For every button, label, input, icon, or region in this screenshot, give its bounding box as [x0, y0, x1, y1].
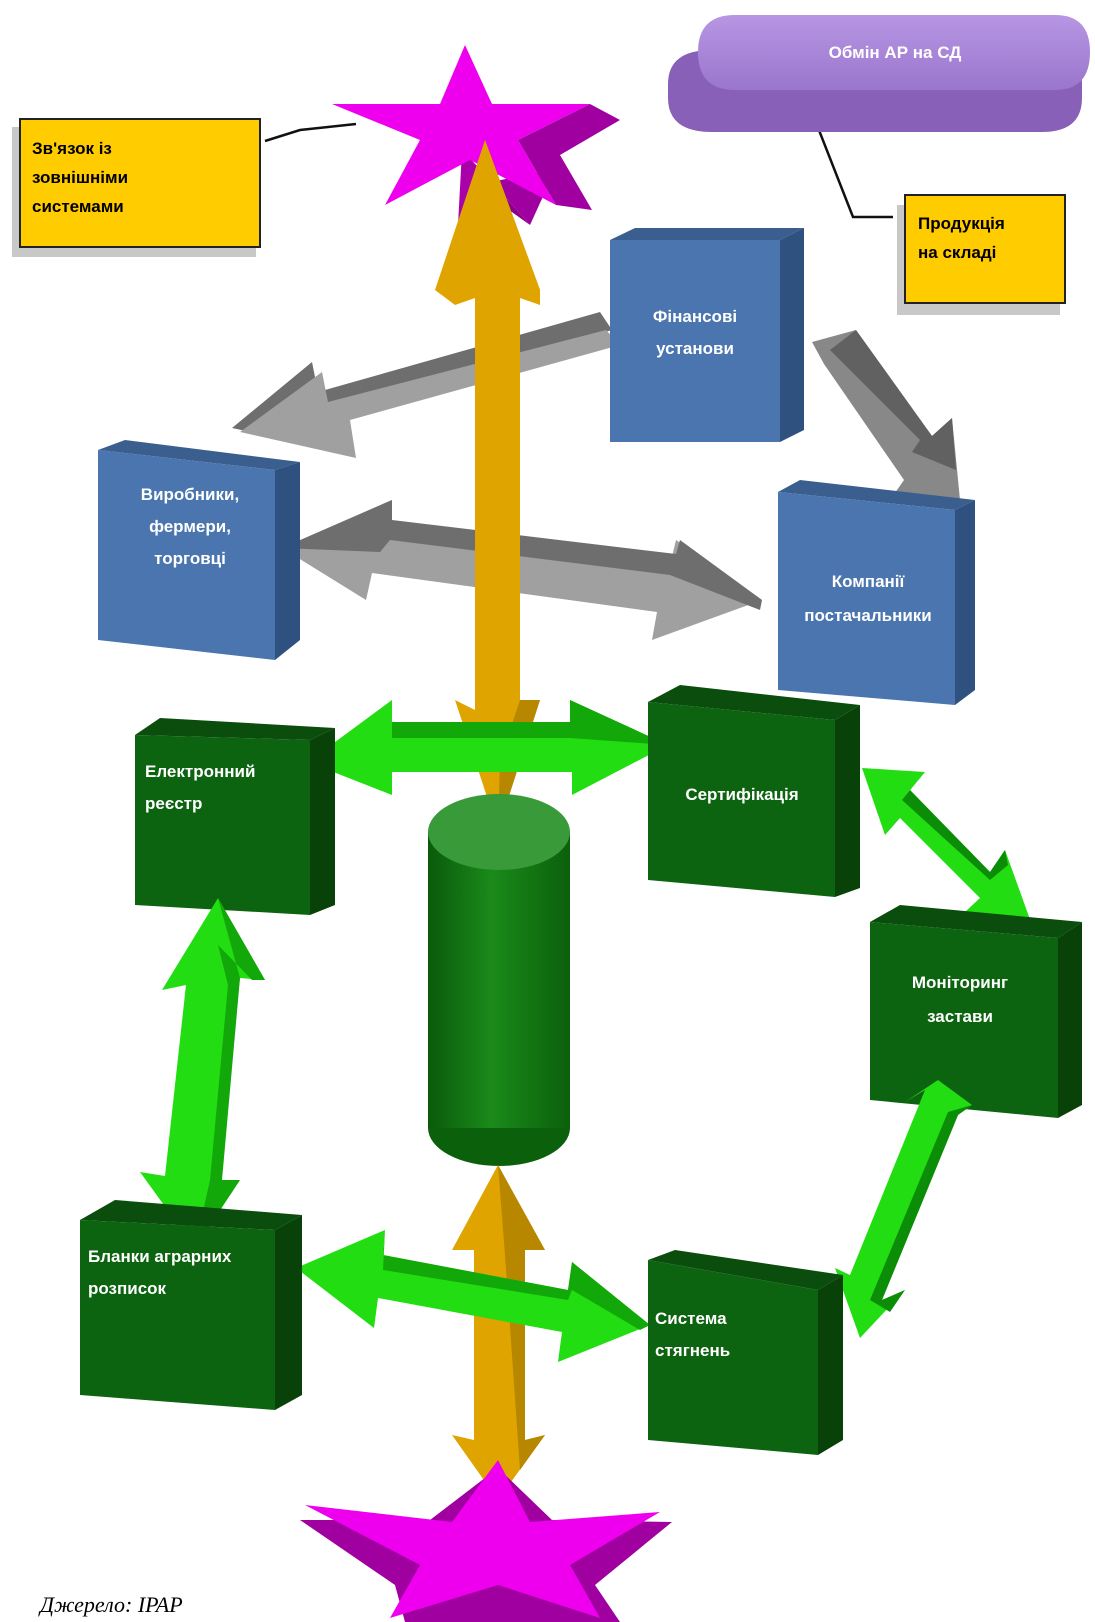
stock-note: Продукція на складі	[897, 194, 1066, 315]
gold-arrow-bottom	[452, 1165, 545, 1500]
recovery-label-1: Система	[655, 1309, 727, 1328]
box-electronic-registry: Електронний реєстр	[135, 718, 335, 915]
green-arrow-registry-certification	[308, 700, 668, 795]
box-recovery-system: Система стягнень	[648, 1250, 843, 1455]
forms-label-1: Бланки аграрних	[88, 1247, 232, 1266]
stock-note-line-1: Продукція	[918, 214, 1005, 233]
green-arrow-forms-recovery	[296, 1230, 650, 1362]
box-financial-institutions: Фінансові установи	[610, 228, 804, 442]
exchange-pill-label: Обмін АР на СД	[829, 43, 962, 62]
certification-label: Сертифікація	[685, 785, 798, 804]
suppliers-label-2: постачальники	[804, 606, 932, 625]
producers-label-3: торговці	[154, 549, 226, 568]
source-caption: Джерело: IPAP	[40, 1592, 183, 1617]
external-note-line-2: зовнішніми	[32, 168, 128, 187]
green-arrow-certification-monitoring	[862, 768, 1032, 925]
registry-label-2: реєстр	[145, 794, 202, 813]
box-collateral-monitoring: Моніторинг застави	[870, 905, 1082, 1118]
financial-label-1: Фінансові	[653, 307, 737, 326]
monitoring-label-2: застави	[927, 1007, 993, 1026]
box-producers: Виробники, фермери, торговці	[98, 440, 300, 660]
producers-label-2: фермери,	[149, 517, 231, 536]
gray-arrow-financial-to-suppliers	[812, 330, 960, 500]
suppliers-label-1: Компанії	[832, 572, 906, 591]
financial-label-2: установи	[656, 339, 734, 358]
gray-arrow-financial-to-producers	[232, 312, 620, 458]
bottom-star	[300, 1460, 672, 1622]
external-note-line-3: системами	[32, 197, 124, 216]
box-agrarian-receipt-forms: Бланки аграрних розписок	[80, 1200, 302, 1410]
recovery-label-2: стягнень	[655, 1341, 730, 1360]
forms-label-2: розписок	[88, 1279, 167, 1298]
connector-lines	[264, 119, 893, 219]
green-arrow-monitoring-recovery	[835, 1080, 972, 1338]
external-systems-note: Зв'язок із зовнішніми системами	[12, 118, 261, 257]
monitoring-label-1: Моніторинг	[912, 973, 1008, 992]
exchange-pill: Обмін АР на СД	[668, 15, 1090, 132]
box-suppliers: Компанії постачальники	[778, 480, 975, 705]
registry-label-1: Електронний	[145, 762, 255, 781]
green-arrow-registry-forms	[140, 898, 265, 1248]
central-database-cylinder	[428, 794, 570, 1166]
stock-note-line-2: на складі	[918, 243, 996, 262]
producers-label-1: Виробники,	[141, 485, 239, 504]
box-certification: Сертифікація	[648, 685, 860, 897]
external-note-line-1: Зв'язок із	[32, 139, 112, 158]
gray-arrow-producers-to-suppliers	[282, 500, 762, 640]
